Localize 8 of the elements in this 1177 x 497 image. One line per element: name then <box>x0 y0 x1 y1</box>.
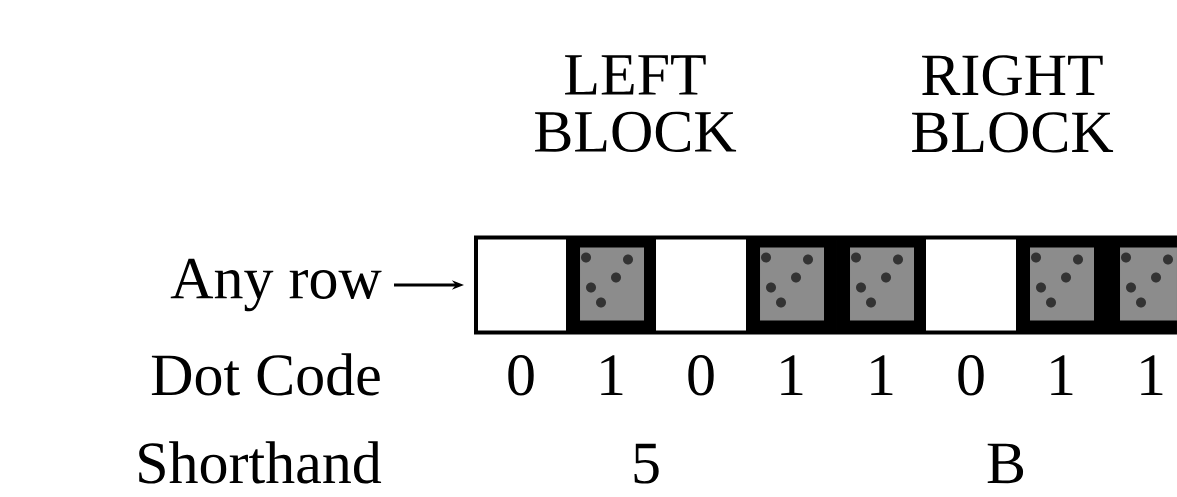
hex-value: 5 <box>634 443 659 484</box>
block-heading: RIGHT BLOCK <box>912 55 1114 153</box>
dot-strip-drawing <box>474 235 1177 335</box>
row-label: Shorthand <box>139 441 382 484</box>
row-label: Dot Code <box>151 353 380 396</box>
block-heading: LEFT BLOCK <box>535 55 737 153</box>
row-label: Any row <box>170 258 382 312</box>
hex-value: B <box>987 443 1024 484</box>
